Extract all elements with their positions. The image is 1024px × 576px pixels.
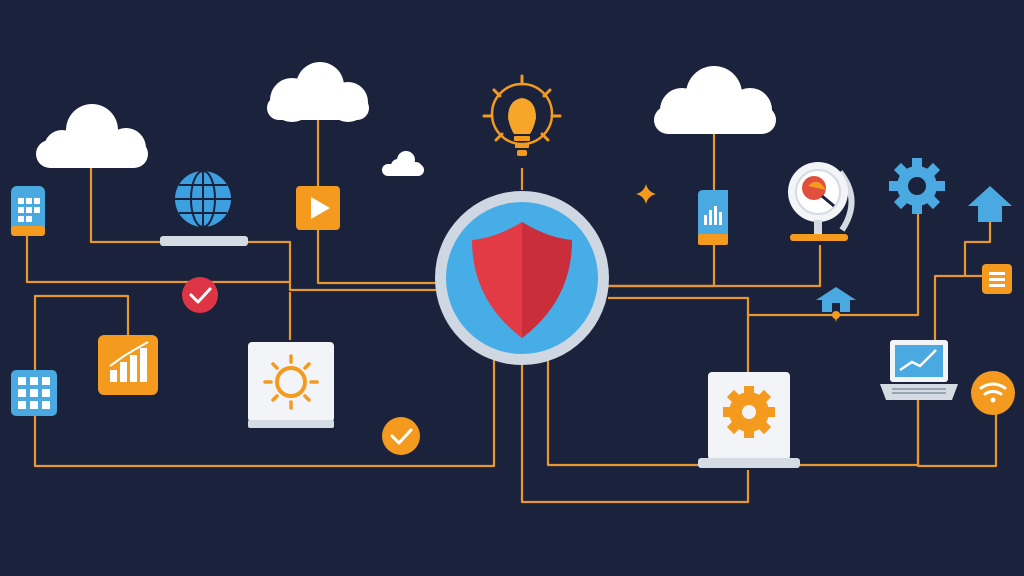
- connector: [608, 245, 822, 288]
- cloud-icon: [382, 151, 424, 176]
- connector: [248, 240, 440, 292]
- security-shield-icon: [435, 191, 609, 365]
- connector: [520, 365, 750, 504]
- connector: [963, 222, 992, 276]
- file-chart-icon[interactable]: [698, 190, 728, 245]
- cloud-icon: [267, 62, 369, 122]
- sun-icon: [263, 354, 319, 410]
- gear-laptop[interactable]: [698, 372, 800, 468]
- connector: [33, 294, 130, 370]
- gear-icon[interactable]: [889, 158, 945, 214]
- house-icon[interactable]: [816, 287, 856, 322]
- lightbulb-icon: [482, 74, 562, 156]
- connector: [608, 245, 716, 288]
- laptop-icon[interactable]: [880, 340, 958, 400]
- bar-chart-icon[interactable]: [98, 335, 158, 395]
- connector: [800, 400, 920, 467]
- connector: [916, 400, 998, 468]
- sun-laptop[interactable]: [248, 342, 334, 428]
- connector: [748, 212, 920, 317]
- connector: [933, 274, 982, 342]
- phone-icon[interactable]: [11, 186, 45, 236]
- wifi-icon[interactable]: [971, 371, 1015, 415]
- magnifier-icon[interactable]: [788, 162, 855, 241]
- connector: [608, 296, 750, 372]
- grid-icon[interactable]: [11, 370, 57, 416]
- check-icon: [382, 417, 420, 455]
- home-arrow-icon[interactable]: [968, 186, 1012, 222]
- connector: [89, 165, 160, 244]
- play-icon[interactable]: [296, 186, 340, 230]
- connector: [316, 230, 440, 285]
- globe-laptop: [160, 170, 248, 246]
- connector: [33, 360, 496, 468]
- sparkle-icon: [636, 184, 656, 204]
- cloud-icon: [36, 104, 148, 168]
- connector: [546, 360, 700, 467]
- globe-icon: [175, 170, 231, 228]
- cloud-icon: [654, 66, 776, 134]
- check-icon: [182, 277, 218, 313]
- list-icon[interactable]: [982, 264, 1012, 294]
